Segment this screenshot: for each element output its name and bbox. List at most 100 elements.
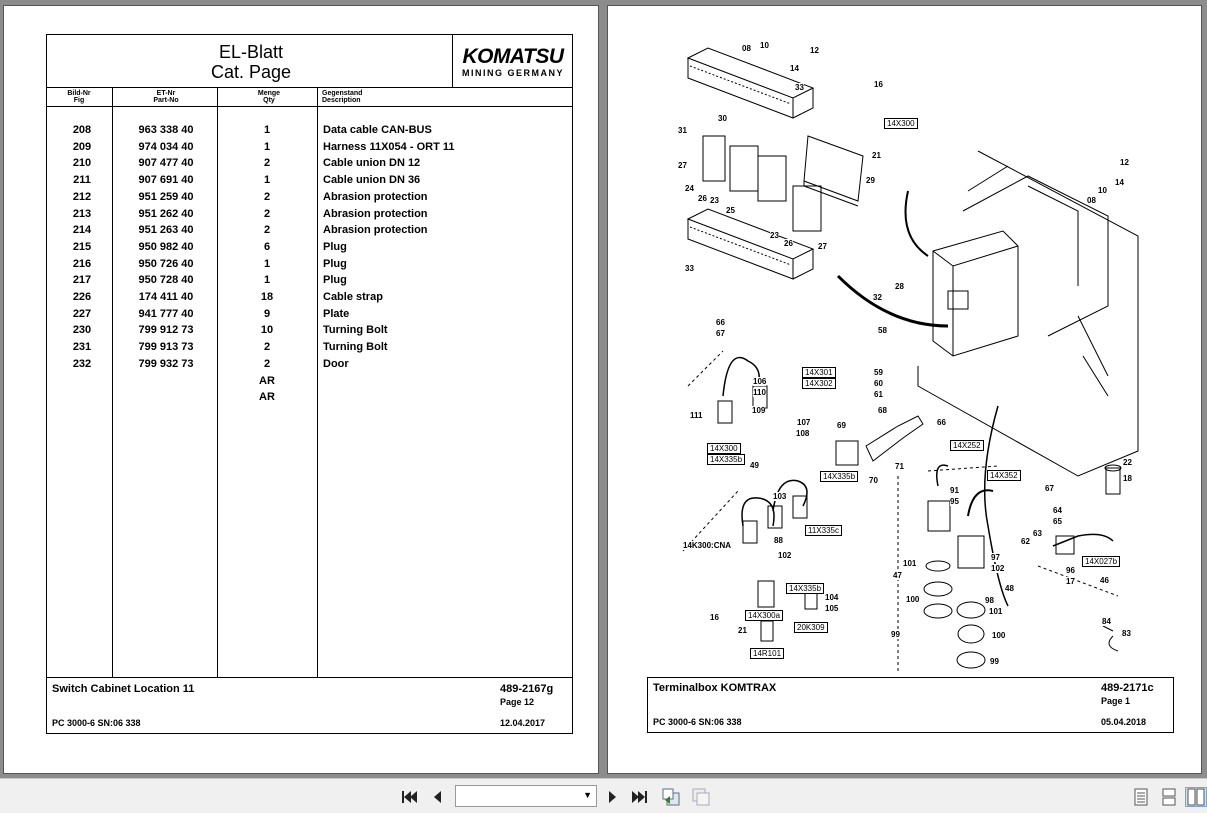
callout-label: 12	[810, 46, 819, 55]
callout-label: 24	[685, 184, 694, 193]
callout-label: 14X300	[884, 118, 918, 129]
cell-part-no: 951 259 40	[138, 190, 194, 203]
cell-qty: 2	[263, 224, 271, 237]
col-fig-line2: Fig	[73, 97, 85, 104]
callout-label: 100	[992, 631, 1006, 640]
cell-fig: 212	[72, 190, 92, 203]
terminal-block-4	[792, 185, 822, 232]
cell-fig: 226	[72, 291, 92, 303]
footer-doc-no: 489-2167g	[500, 683, 554, 695]
callout-label: 66	[716, 318, 725, 327]
cell-qty: 18	[260, 291, 274, 303]
col-header-qty: Menge Qty	[219, 90, 319, 104]
callout-label: 12	[1120, 158, 1129, 167]
callout-label: 58	[878, 326, 887, 335]
komatsu-logo: KOMATSU MINING GERMANY	[452, 34, 573, 87]
callout-label: 26	[698, 194, 707, 203]
callout-label: 21	[738, 626, 747, 635]
cell-part-no: 951 263 40	[138, 224, 194, 237]
cell-description: Door	[323, 357, 349, 370]
callout-label: 101	[989, 607, 1003, 616]
cell-description: Turning Bolt	[323, 324, 388, 337]
callout-label: 08	[742, 44, 751, 53]
terminal-block-1	[702, 135, 726, 182]
cell-description: Turning Bolt	[323, 341, 388, 354]
chevron-down-icon: ▼	[583, 790, 592, 800]
callout-label: 49	[750, 461, 759, 470]
go-forward-button[interactable]	[690, 787, 712, 807]
callout-label: 10	[760, 41, 769, 50]
go-back-button[interactable]	[660, 787, 682, 807]
callout-label: 08	[1087, 196, 1096, 205]
callout-label: 26	[784, 239, 793, 248]
col-qty-line1: Menge	[257, 90, 281, 97]
right-footer-date: 05.04.2018	[1101, 717, 1147, 727]
callout-label: 33	[685, 264, 694, 273]
callout-label: 68	[878, 406, 887, 415]
callout-label: 71	[895, 462, 904, 471]
callout-label: 29	[866, 176, 875, 185]
callout-label: 84	[1102, 617, 1111, 626]
cell-description: Data cable CAN-BUS	[323, 124, 432, 136]
cell-fig: 215	[72, 240, 92, 253]
go-forward-icon	[692, 788, 710, 806]
callout-label: 101	[903, 559, 917, 568]
cable-duct-lower	[686, 208, 815, 280]
cell-part-no: 799 932 73	[138, 357, 194, 370]
logo-main-text: KOMATSU	[462, 45, 564, 68]
page-select[interactable]: ▼	[455, 785, 597, 807]
two-page-view-button[interactable]	[1185, 787, 1207, 807]
cell-description: Plug	[323, 257, 347, 270]
callout-label: 97	[991, 553, 1000, 562]
continuous-page-icon	[1162, 788, 1176, 806]
logo-sub-text: MINING GERMANY	[462, 68, 564, 78]
cell-fig: 211	[73, 174, 91, 187]
cell-part-no: 950 982 40	[138, 240, 194, 253]
callout-label: 21	[872, 151, 881, 160]
callout-label: 14X027b	[1082, 556, 1121, 567]
terminal-block-3	[757, 155, 787, 202]
footer-page: Page 12	[500, 697, 535, 707]
next-page-button[interactable]	[602, 787, 624, 807]
first-page-button[interactable]	[398, 787, 420, 807]
right-footer-model: PC 3000-6 SN:06 338	[653, 717, 742, 727]
callout-label: 67	[1045, 484, 1054, 493]
footer-date: 12.04.2017	[500, 718, 546, 728]
callout-label: 28	[895, 282, 904, 291]
callout-label: 67	[716, 329, 725, 338]
last-page-button[interactable]	[629, 787, 651, 807]
cell-qty: 1	[263, 174, 271, 187]
continuous-view-button[interactable]	[1158, 787, 1180, 807]
exploded-parts-diagram	[682, 47, 1139, 671]
callout-label: 70	[869, 476, 878, 485]
cell-qty: 1	[263, 274, 271, 287]
callout-label: 88	[774, 536, 783, 545]
callout-label: 109	[752, 406, 766, 415]
cell-part-no: 907 691 40	[138, 174, 194, 187]
cell-qty: 2	[263, 190, 271, 203]
cell-qty: 10	[260, 324, 274, 337]
footer-model: PC 3000-6 SN:06 338	[52, 718, 141, 728]
column-header-divider	[46, 106, 573, 107]
cell-qty: 2	[263, 357, 271, 370]
page-title-line2: Cat. Page	[210, 62, 292, 82]
callout-label: 108	[796, 429, 810, 438]
single-page-view-button[interactable]	[1130, 787, 1152, 807]
callout-label: 18	[1123, 474, 1132, 483]
cell-fig: 217	[72, 274, 92, 287]
cell-qty: 1	[263, 140, 271, 153]
cell-qty: 6	[263, 240, 271, 253]
cell-description: Plug	[323, 274, 347, 287]
callout-label: 14	[1115, 178, 1124, 187]
cell-description: Harness 11X054 - ORT 11	[323, 140, 455, 153]
callout-label: 102	[778, 551, 792, 560]
callout-label: 14X302	[802, 378, 836, 389]
previous-page-button[interactable]	[426, 787, 448, 807]
callout-label: 48	[1005, 584, 1014, 593]
callout-label: 95	[950, 497, 959, 506]
callout-label: 99	[990, 657, 999, 666]
cell-qty: 9	[263, 307, 271, 320]
callout-label: 23	[710, 196, 719, 205]
terminal-block-2	[729, 145, 759, 192]
cell-part-no: 950 728 40	[138, 274, 194, 287]
